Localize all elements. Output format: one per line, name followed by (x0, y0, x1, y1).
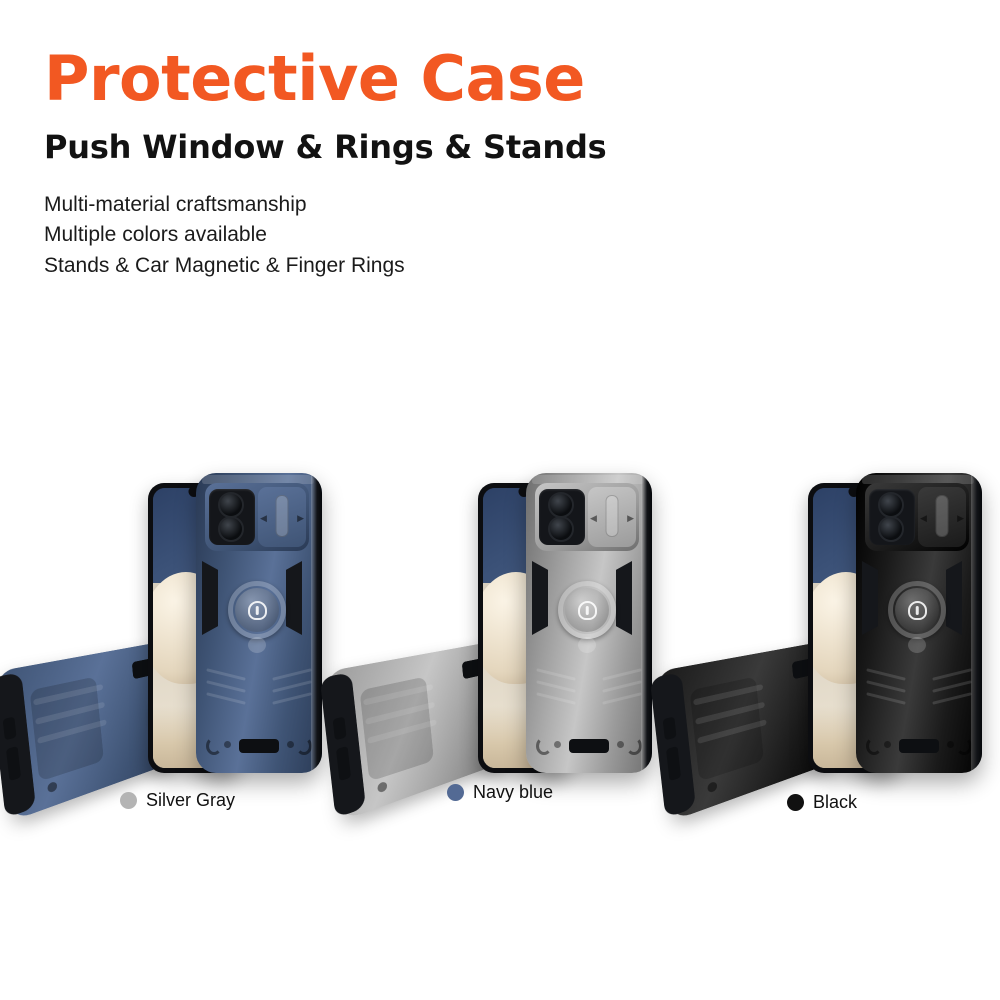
product-group-1: ↺ ◀ ▶ (0, 455, 333, 821)
color-swatch-2[interactable]: Navy blue (447, 782, 553, 803)
camera-lens-icon (878, 516, 904, 542)
arrow-right-icon: ▶ (957, 513, 964, 523)
arrow-left-icon: ◀ (590, 513, 597, 523)
camera-lens-icon (218, 516, 244, 542)
feature-list: Multi-material craftsmanship Multiple co… (44, 190, 944, 281)
case-bottom-ports-2 (534, 735, 644, 765)
finger-ring-icon (228, 581, 286, 639)
color-swatch-label: Black (813, 792, 858, 812)
case-bottom-ports-1 (204, 735, 314, 765)
speaker-cutout (569, 739, 609, 753)
color-swatch-label: Navy blue (473, 782, 554, 802)
camera-slider-cover[interactable]: ◀ ▶ (588, 487, 636, 547)
ring-holder-2[interactable] (556, 581, 618, 663)
arrow-left-icon: ◀ (920, 513, 927, 523)
camera-lenses (539, 489, 585, 545)
camera-slider-cover[interactable]: ◀ ▶ (918, 487, 966, 547)
ring-tab (248, 637, 266, 653)
camera-module-1: ◀ ▶ (205, 483, 309, 551)
color-swatch-3[interactable]: Black (787, 792, 857, 813)
camera-lens-icon (218, 492, 244, 518)
ring-holder-1[interactable] (226, 581, 288, 663)
magnet-horseshoe-icon (577, 600, 597, 620)
speaker-cutout (239, 739, 279, 753)
case-standing-3: ◀ ▶ (856, 473, 982, 773)
camera-module-3: ◀ ▶ (865, 483, 969, 551)
camera-lens-icon (548, 516, 574, 542)
feature-item: Stands & Car Magnetic & Finger Rings (44, 253, 405, 277)
camera-lens-icon (548, 492, 574, 518)
slider-grip-icon (935, 495, 949, 537)
ring-holder-3[interactable] (886, 581, 948, 663)
feature-item: Multiple colors available (44, 223, 267, 247)
case-texture-chevrons (536, 668, 642, 733)
case-standing-1: ◀ ▶ (196, 473, 322, 773)
camera-lenses (869, 489, 915, 545)
magnet-plate (895, 588, 939, 632)
case-texture-chevrons (866, 668, 972, 733)
finger-ring-icon (888, 581, 946, 639)
product-group-3: ↺ ◀ ▶ (649, 455, 993, 821)
color-swatch-1[interactable]: Silver Gray (120, 790, 235, 811)
case-texture-chevrons (206, 668, 312, 733)
camera-module-2: ◀ ▶ (535, 483, 639, 551)
slider-grip-icon (605, 495, 619, 537)
color-swatch-label: Silver Gray (146, 790, 236, 810)
color-dot-icon (447, 784, 464, 801)
color-dot-icon (120, 792, 137, 809)
camera-lenses (209, 489, 255, 545)
page-title: Protective Case (44, 42, 585, 115)
front-camera-icon (188, 486, 200, 497)
camera-slider-cover[interactable]: ◀ ▶ (258, 487, 306, 547)
case-bottom-ports-3 (864, 735, 974, 765)
header: Protective Case Push Window & Rings & St… (44, 48, 944, 281)
feature-item: Multi-material craftsmanship (44, 193, 307, 216)
product-gallery: ↺ ◀ ▶ (0, 455, 1000, 821)
arrow-right-icon: ▶ (297, 513, 304, 523)
ring-tab (578, 637, 596, 653)
front-camera-icon (848, 486, 860, 497)
ring-tab (908, 637, 926, 653)
color-dot-icon (787, 794, 804, 811)
arrow-right-icon: ▶ (627, 513, 634, 523)
case-standing-2: ◀ ▶ (526, 473, 652, 773)
slider-grip-icon (275, 495, 289, 537)
camera-lens-icon (878, 492, 904, 518)
arrow-left-icon: ◀ (260, 513, 267, 523)
front-camera-icon (518, 486, 530, 497)
magnet-horseshoe-icon (907, 600, 927, 620)
page-subtitle: Push Window & Rings & Stands (44, 128, 607, 166)
speaker-cutout (899, 739, 939, 753)
magnet-plate (565, 588, 609, 632)
product-group-2: ↺ ◀ ▶ (319, 455, 663, 821)
finger-ring-icon (558, 581, 616, 639)
magnet-horseshoe-icon (247, 600, 267, 620)
magnet-plate (235, 588, 279, 632)
